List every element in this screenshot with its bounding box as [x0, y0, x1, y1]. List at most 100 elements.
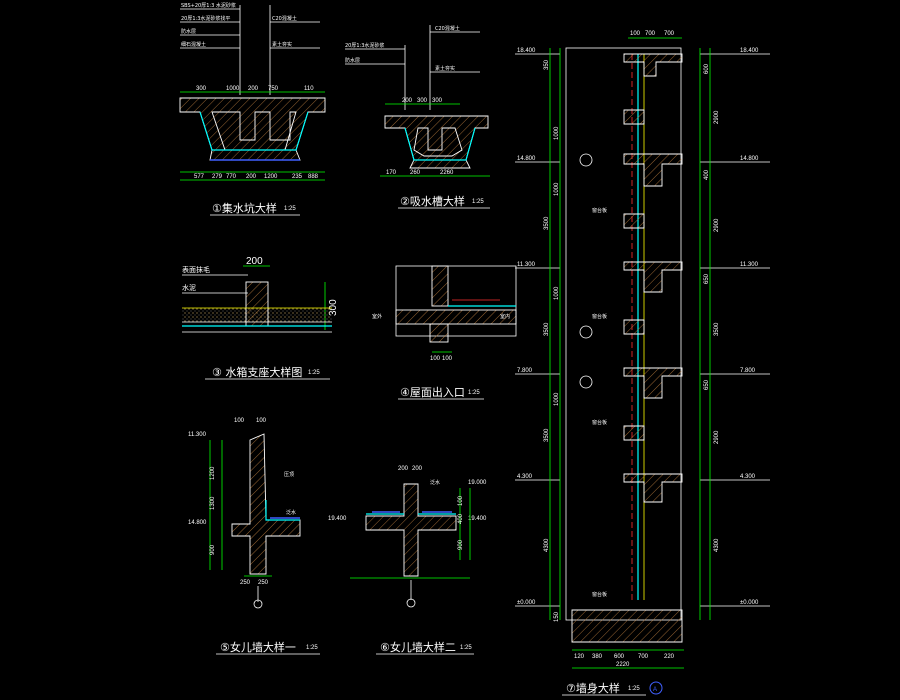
wall-body-outline	[565, 47, 682, 621]
sump-note-3: 防水层	[181, 28, 196, 35]
wall-elev-left-4: 7.800	[517, 368, 533, 374]
sump-note-5: C20混凝土	[272, 15, 297, 22]
wall-slab-3	[623, 261, 683, 293]
roof-access-scale: 1:25	[468, 390, 480, 396]
detail-tank-support: 表面抹毛 水泥 200 300 ③ 水箱支座大样图 1:25	[182, 256, 339, 380]
wall-dim-right-3: 400	[704, 169, 710, 180]
tank-dim-height: 300	[328, 299, 339, 316]
wall-dims-right: 600 2900 400 650 2900 3500 650 2900 4300	[704, 63, 720, 552]
sump-note-2: 20厚1:3水泥砂浆找平	[181, 15, 230, 22]
trough-dim-bot-3: 2260	[440, 170, 454, 176]
wall-dim-right-9: 4300	[714, 538, 720, 552]
trough-scale: 1:25	[472, 199, 484, 205]
wall-dim-left-7: 1000	[554, 392, 560, 406]
wall-label-3: 窗台板	[592, 419, 607, 426]
wall-sill-3	[623, 213, 645, 229]
parapet2-elev-top: 19.000	[468, 480, 487, 486]
parapet1-waterproof	[265, 500, 300, 521]
sump-dims-top: 300 1000 200 750 110	[180, 86, 325, 93]
parapet1-dim-4: 1300	[210, 496, 216, 510]
detail-wall-section: 18.400 14.800 11.300 7.800 4.300 ±0.000 …	[515, 31, 770, 696]
sump-dim-bot-3: 770	[226, 174, 237, 180]
wall-dim-left-3: 1000	[554, 182, 560, 196]
tank-caption: ③ 水箱支座大样图	[212, 365, 302, 379]
wall-elev-right-1: 18.400	[740, 48, 759, 54]
parapet2-elev-left: 19.400	[328, 516, 347, 522]
wall-slab-ground	[571, 609, 683, 643]
sump-note-4: 细石混凝土	[181, 41, 206, 48]
sump-waterproof-line	[199, 111, 309, 151]
tank-slab-fill	[182, 308, 332, 322]
parapet1-dim-3: 1200	[210, 466, 216, 480]
sump-caption: ①集水坑大样	[212, 201, 277, 215]
wall-dim-left-2: 1000	[554, 126, 560, 140]
sump-dim-top-2: 1000	[226, 86, 240, 92]
roof-access-wall	[431, 265, 449, 307]
wall-slab-1	[623, 473, 683, 503]
parapet2-dim-5: 900	[458, 539, 464, 550]
trough-dim-top-1: 200	[402, 98, 413, 104]
parapet1-elev-roof: 14.800	[188, 520, 207, 526]
wall-dim-left-4: 3500	[544, 216, 550, 230]
wall-elev-right-3: 11.300	[740, 262, 759, 268]
trough-dim-bot-1: 170	[386, 170, 397, 176]
wall-sill-4	[623, 109, 645, 125]
roof-access-dim-1: 100	[430, 356, 441, 362]
parapet2-dim-2: 200	[412, 466, 423, 472]
detail-suction-trough: 20厚1:3水泥砂浆 防水层 C20混凝土 素土夯实 200 300 300 1…	[345, 25, 490, 209]
sump-scale: 1:25	[284, 206, 296, 212]
trough-note-1: 20厚1:3水泥砂浆	[345, 42, 384, 49]
wall-caption: ⑦墙身大样	[566, 681, 620, 695]
sump-dim-top-1: 300	[196, 86, 207, 92]
wall-dim-bot-2: 380	[592, 654, 603, 660]
roof-access-frame	[395, 265, 517, 337]
trough-section	[384, 115, 489, 169]
parapet1-dim-6: 250	[240, 580, 251, 586]
parapet1-elev-top: 11.300	[188, 432, 207, 438]
parapet2-dim-4: 400	[458, 513, 464, 524]
roof-access-slab	[395, 309, 517, 325]
parapet1-label-flash: 泛水	[286, 509, 296, 516]
sump-dim-top-4: 750	[268, 86, 279, 92]
wall-dim-bot-total: 2220	[616, 662, 630, 668]
wall-elev-right-5: 4.300	[740, 474, 756, 480]
sump-note-1: SBS+20厚1:3 水泥砂浆	[181, 2, 236, 9]
sump-notes: SBS+20厚1:3 水泥砂浆 20厚1:3水泥砂浆找平 防水层 细石混凝土 C…	[180, 2, 320, 95]
tank-label-2: 水泥	[182, 283, 196, 292]
wall-sill-1	[623, 425, 645, 441]
wall-dim-left-6: 3500	[544, 322, 550, 336]
wall-slab-roof	[623, 53, 683, 77]
parapet2-label-flash: 泛水	[430, 479, 440, 486]
wall-elevs-right: 18.400 14.800 11.300 7.800 4.300 ±0.000	[700, 48, 770, 607]
detail-parapet-1: 11.300 14.800 100 100 1200 1300 900 压顶 泛…	[188, 418, 320, 655]
wall-grid-bubble	[649, 681, 663, 695]
roof-access-inside: 室内	[500, 313, 510, 320]
trough-dim-top-3: 300	[432, 98, 443, 104]
tank-scale: 1:25	[308, 370, 320, 376]
wall-callout-bubble-3	[579, 375, 593, 389]
wall-dims-left: 350 1000 1000 3500 1000 3500 1000 3500 4…	[544, 59, 560, 622]
parapet1-dim-7: 250	[258, 580, 269, 586]
wall-label-2: 窗台板	[592, 313, 607, 320]
parapet1-caption: ⑤女儿墙大样一	[220, 640, 296, 654]
wall-dim-left-5: 1000	[554, 286, 560, 300]
wall-scale: 1:25	[628, 686, 640, 692]
parapet2-dim-1: 200	[398, 466, 409, 472]
wall-dim-right-8: 2900	[714, 430, 720, 444]
trough-caption: ②吸水槽大样	[400, 194, 465, 208]
wall-elev-right-2: 14.800	[740, 156, 759, 162]
wall-dim-top-3: 700	[664, 31, 675, 37]
wall-elev-right-4: 7.800	[740, 368, 756, 374]
wall-slab-2	[623, 367, 683, 399]
wall-dim-right-6: 3500	[714, 322, 720, 336]
trough-dim-top-2: 300	[417, 98, 428, 104]
parapet1-scale: 1:25	[306, 645, 318, 651]
wall-callout-bubble-1	[579, 153, 593, 167]
wall-callout-bubble-2	[579, 325, 593, 339]
trough-note-2: 防水层	[345, 57, 360, 64]
roof-access-beam	[429, 323, 449, 343]
trough-dim-bot-2: 260	[410, 170, 421, 176]
wall-dim-left-10: 150	[554, 611, 560, 622]
parapet2-caption: ⑥女儿墙大样二	[380, 640, 456, 654]
